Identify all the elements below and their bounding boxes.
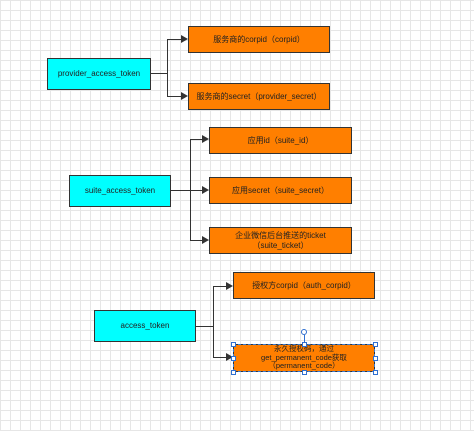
connector — [151, 73, 168, 74]
connector — [190, 139, 191, 240]
connector — [190, 190, 203, 191]
connector — [171, 190, 191, 191]
arrow-head — [181, 35, 188, 43]
resize-handle-w[interactable] — [231, 356, 236, 361]
connector — [213, 286, 227, 287]
connector — [167, 96, 182, 97]
arrow-head — [202, 135, 209, 143]
resize-handle-se[interactable] — [373, 370, 378, 375]
connector — [213, 357, 227, 358]
leaf-node-provider-corpid[interactable]: 服务商的corpid（corpid） — [188, 26, 330, 53]
resize-handle-sw[interactable] — [231, 370, 236, 375]
connector — [167, 39, 168, 97]
resize-handle-nw[interactable] — [231, 342, 236, 347]
leaf-node-suite-id[interactable]: 应用id（suite_id） — [209, 127, 352, 154]
connector — [213, 286, 214, 358]
connector — [190, 139, 203, 140]
leaf-node-suite-secret[interactable]: 应用secret（suite_secret） — [209, 177, 352, 204]
resize-handle-ne[interactable] — [373, 342, 378, 347]
root-node-provider-access-token[interactable]: provider_access_token — [47, 58, 151, 90]
leaf-node-auth-corpid[interactable]: 授权方corpid（auth_corpid） — [233, 272, 375, 299]
arrow-head — [181, 92, 188, 100]
arrow-head — [226, 353, 233, 361]
arrow-head — [226, 282, 233, 290]
leaf-node-suite-ticket[interactable]: 企业微信后台推送的ticket （suite_ticket） — [209, 227, 352, 254]
resize-handle-e[interactable] — [373, 356, 378, 361]
arrow-head — [202, 236, 209, 244]
root-node-suite-access-token[interactable]: suite_access_token — [69, 175, 171, 207]
resize-handle-s[interactable] — [302, 370, 307, 375]
connector — [167, 39, 182, 40]
connector — [196, 326, 214, 327]
leaf-node-provider-secret[interactable]: 服务商的secret（provider_secret） — [188, 83, 330, 110]
rotation-handle[interactable] — [301, 329, 307, 335]
rotation-stem — [304, 335, 305, 344]
arrow-head — [202, 186, 209, 194]
root-node-access-token[interactable]: access_token — [94, 310, 196, 342]
resize-handle-n[interactable] — [302, 342, 307, 347]
connector — [190, 240, 203, 241]
leaf-node-permanent-code[interactable]: 永久授权码，通过 get_permanent_code获取 （permanent… — [233, 344, 375, 372]
